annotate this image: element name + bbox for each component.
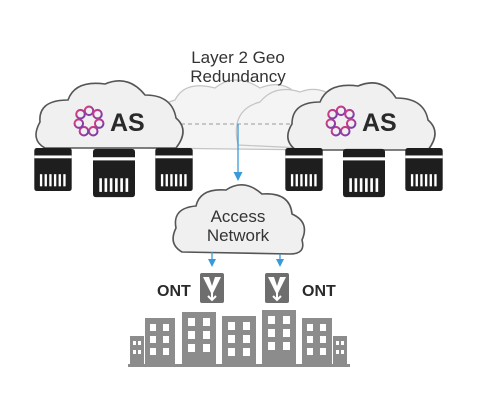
server-icon-right-3 bbox=[405, 148, 443, 191]
geo-title-line1: Layer 2 Geo bbox=[191, 48, 285, 67]
access-network-line1: Access bbox=[211, 207, 266, 226]
server-icon-left-2 bbox=[93, 148, 135, 198]
ont-device-icon-right bbox=[264, 273, 290, 303]
access-network-cloud bbox=[172, 184, 306, 255]
server-icon-right-1 bbox=[285, 148, 323, 191]
building-icon-1 bbox=[130, 336, 144, 366]
access-network-line2: Network bbox=[207, 226, 270, 245]
server-icon-right-2 bbox=[343, 148, 385, 198]
as-label-right: AS bbox=[362, 109, 397, 137]
buildings-group bbox=[128, 310, 350, 367]
ont-label-right: ONT bbox=[302, 283, 336, 300]
access-to-ont-arrow-left bbox=[208, 252, 216, 267]
as-cloud-right bbox=[287, 82, 436, 151]
as-cloud-left bbox=[35, 80, 184, 149]
server-icon-left-3 bbox=[155, 148, 193, 191]
access-to-ont-arrow-right bbox=[276, 254, 284, 267]
geo-title-line2: Redundancy bbox=[190, 67, 286, 86]
building-icon-3 bbox=[182, 312, 216, 366]
geo-to-access-arrow bbox=[233, 124, 243, 181]
building-icon-7 bbox=[333, 336, 347, 366]
as-label-left: AS bbox=[110, 109, 145, 137]
ground-line bbox=[128, 364, 350, 367]
building-icon-6 bbox=[302, 318, 332, 366]
building-icon-5 bbox=[262, 310, 296, 366]
building-icon-2 bbox=[145, 318, 175, 366]
ont-device-icon-left bbox=[199, 273, 225, 303]
building-icon-4 bbox=[222, 316, 256, 366]
server-icon-left-1 bbox=[34, 148, 72, 191]
ont-label-left: ONT bbox=[157, 283, 191, 300]
